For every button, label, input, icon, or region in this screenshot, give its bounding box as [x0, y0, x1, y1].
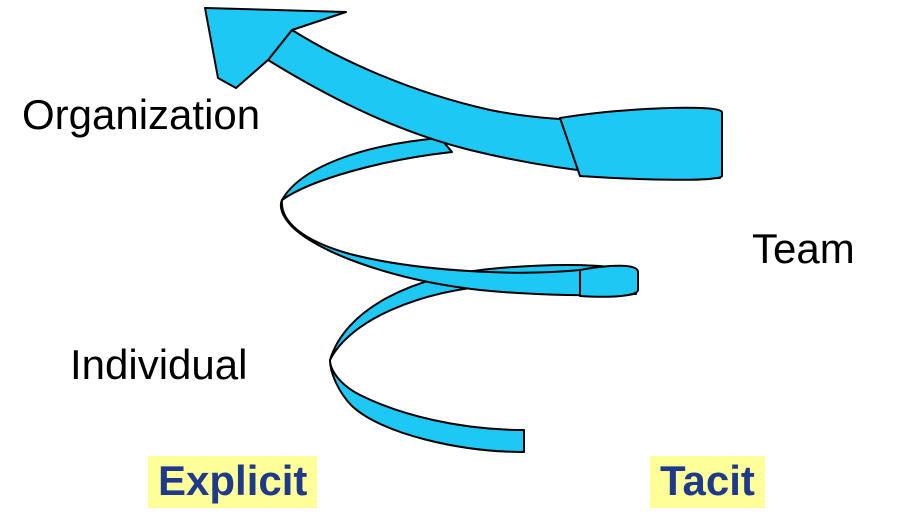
arrow-head [204, 7, 347, 89]
upward-spiral-arrow-icon [204, 7, 723, 453]
spiral-back-segment-upper [281, 137, 453, 201]
spiral-front-bottom [329, 359, 525, 453]
level-label-team: Team [752, 225, 855, 272]
level-label-individual: Individual [70, 341, 248, 388]
axis-label-explicit: Explicit [148, 456, 318, 508]
spiral-turn-top-right [559, 106, 723, 181]
level-label-organization: Organization [22, 91, 261, 138]
spiral-turn-right [579, 264, 639, 298]
axis-label-tacit: Tacit [650, 456, 765, 508]
